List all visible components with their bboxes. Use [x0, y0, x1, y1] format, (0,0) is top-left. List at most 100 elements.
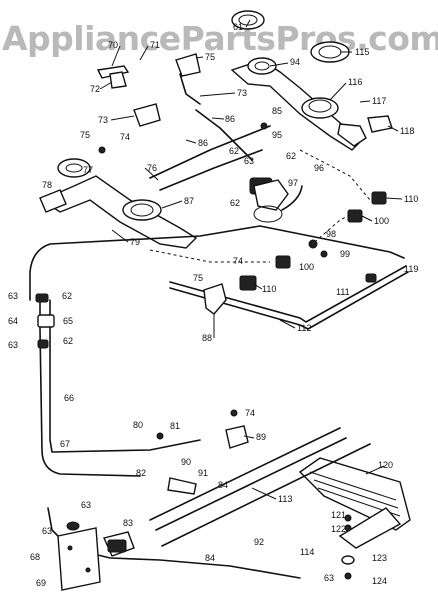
label-90: 90 — [181, 457, 191, 467]
label-112: 112 — [297, 323, 311, 333]
label-75b: 75 — [80, 130, 90, 140]
label-71: 71 — [150, 40, 160, 50]
bracket-73 — [133, 53, 201, 127]
part-labels: 61 115 94 116 117 118 70 71 75 72 73 73 … — [8, 22, 418, 588]
label-74b: 74 — [233, 256, 243, 266]
label-80: 80 — [133, 420, 143, 430]
label-68: 68 — [30, 552, 40, 562]
gas-manifold-pipe — [29, 125, 409, 330]
label-84a: 84 — [218, 480, 228, 490]
label-63d: 63 — [81, 500, 91, 510]
igniter-97 — [253, 179, 303, 223]
label-76: 76 — [147, 163, 157, 173]
label-62c: 62 — [230, 198, 240, 208]
label-96: 96 — [314, 163, 324, 173]
label-73a: 73 — [237, 88, 247, 98]
fitting-63-top — [35, 293, 55, 349]
label-99: 99 — [340, 249, 350, 259]
valve-83 — [103, 531, 135, 557]
label-77: 77 — [83, 165, 93, 175]
label-95: 95 — [272, 130, 282, 140]
label-64: 64 — [8, 316, 18, 326]
tube-86 — [195, 109, 253, 161]
label-67: 67 — [60, 439, 70, 449]
watermark-text: AppliancePartsPros.com — [2, 19, 438, 58]
label-91: 91 — [198, 468, 208, 478]
label-116: 116 — [348, 77, 362, 87]
bracket-88 — [203, 283, 227, 315]
label-92: 92 — [254, 537, 264, 547]
orifice-82 — [167, 477, 197, 495]
label-111: 111 — [336, 287, 350, 297]
label-78: 78 — [42, 180, 52, 190]
screw-121 — [344, 514, 352, 522]
clip-118 — [367, 115, 393, 133]
label-110b: 110 — [262, 284, 276, 294]
label-94: 94 — [290, 57, 300, 67]
label-63e: 63 — [42, 526, 52, 536]
valve-bracket-68 — [57, 527, 101, 591]
cap-123 — [341, 555, 355, 565]
label-117: 117 — [372, 96, 386, 106]
label-124: 124 — [372, 576, 387, 586]
label-120: 120 — [378, 460, 393, 470]
label-110a: 110 — [404, 194, 418, 204]
label-122: 122 — [331, 524, 346, 534]
label-63f: 63 — [324, 573, 334, 583]
label-119: 119 — [404, 264, 418, 274]
oven-burner-120 — [298, 457, 411, 549]
label-62d: 62 — [62, 291, 72, 301]
label-61: 61 — [233, 22, 243, 32]
label-66: 66 — [64, 393, 74, 403]
label-87: 87 — [184, 196, 194, 206]
screw-122 — [344, 524, 352, 532]
label-73b: 73 — [98, 115, 108, 125]
label-121: 121 — [331, 510, 346, 520]
label-69: 69 — [36, 578, 46, 588]
valve-89 — [156, 409, 249, 449]
label-86b: 86 — [198, 138, 208, 148]
label-62e: 62 — [63, 336, 73, 346]
label-75a: 75 — [205, 52, 215, 62]
label-123: 123 — [372, 553, 387, 563]
leader-lines — [99, 19, 403, 500]
label-89: 89 — [256, 432, 266, 442]
tube-73 — [179, 73, 201, 105]
label-82: 82 — [136, 468, 146, 478]
label-63c: 63 — [8, 340, 18, 350]
label-98: 98 — [326, 229, 336, 239]
label-100a: 100 — [374, 216, 389, 226]
label-100b: 100 — [299, 262, 314, 272]
label-79: 79 — [130, 237, 140, 247]
label-62a: 62 — [229, 146, 239, 156]
label-72: 72 — [90, 84, 100, 94]
label-84b: 84 — [205, 553, 215, 563]
label-114: 114 — [300, 547, 314, 557]
label-113: 113 — [278, 494, 292, 504]
label-75c: 75 — [193, 273, 203, 283]
fitting-63-lower — [66, 521, 80, 531]
screw-124 — [344, 572, 352, 580]
sleeve-70-72 — [96, 65, 130, 89]
label-81: 81 — [170, 421, 180, 431]
label-70: 70 — [108, 40, 118, 50]
rail-113 — [149, 427, 371, 547]
burner-assembly-left — [39, 158, 198, 249]
burner-top-small — [231, 10, 350, 63]
label-63b: 63 — [8, 291, 18, 301]
label-118: 118 — [400, 126, 414, 136]
label-86a: 86 — [225, 114, 235, 124]
label-63a: 63 — [244, 156, 254, 166]
burner-assembly-right — [230, 57, 367, 151]
label-62b: 62 — [286, 151, 296, 161]
label-65: 65 — [63, 316, 73, 326]
label-88: 88 — [202, 333, 212, 343]
label-74c: 74 — [245, 408, 255, 418]
label-115: 115 — [355, 47, 369, 57]
label-97: 97 — [288, 178, 298, 188]
label-85: 85 — [272, 106, 282, 116]
label-74a: 74 — [120, 132, 130, 142]
label-83: 83 — [123, 518, 133, 528]
